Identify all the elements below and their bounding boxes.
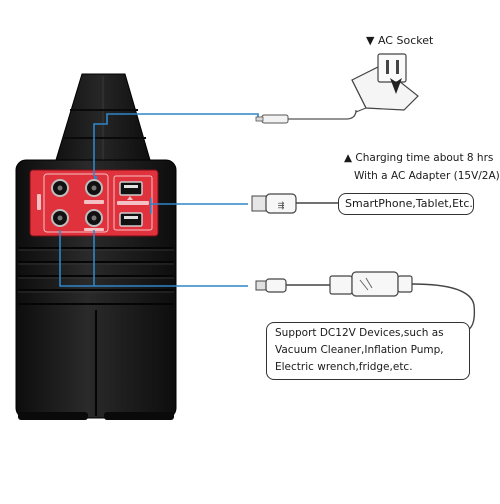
- ac-adapter-cable: [255, 53, 419, 124]
- dc-cable: [255, 271, 476, 331]
- usb-cable: ⇶: [251, 193, 340, 214]
- dc-connector-line: [59, 230, 248, 287]
- charging-adapter-text: With a AC Adapter (15V/2A): [354, 170, 500, 182]
- dc-ports: [37, 179, 104, 231]
- usb-devices-text: SmartPhone,Tablet,Etc.: [345, 197, 473, 210]
- charging-line-1: ▲ Charging time about 8 hrs: [344, 152, 493, 164]
- ac-socket-marker: ▼: [366, 34, 375, 47]
- dc-devices-line-1: Support DC12V Devices,such as: [275, 327, 444, 339]
- dc-devices-line-3: Electric wrench,fridge,etc.: [275, 361, 413, 373]
- dc-devices-line-2: Vacuum Cleaner,Inflation Pump,: [275, 344, 444, 356]
- usb-symbol-icon: ⇶: [278, 201, 285, 210]
- dc-devices-box: Support DC12V Devices,such as Vacuum Cle…: [266, 322, 470, 380]
- connector-lines: [59, 113, 259, 287]
- ac-socket-text: AC Socket: [377, 34, 434, 47]
- usb-plug-icon: [251, 195, 267, 212]
- ac-plug-icon: [351, 53, 419, 113]
- ac-socket-label: ▼ AC Socket: [366, 34, 433, 47]
- device-handle: [39, 73, 159, 173]
- dc-barrel-plug-icon: [261, 114, 289, 124]
- usb-ports: [117, 181, 149, 227]
- device-ribs: [18, 247, 174, 416]
- usb-devices-box: SmartPhone,Tablet,Etc.: [338, 193, 474, 215]
- ac-connector-line: [93, 113, 259, 176]
- cigarette-lighter-socket-icon: [329, 271, 413, 297]
- charging-marker: ▲: [344, 152, 353, 164]
- power-station: [15, 73, 177, 420]
- charging-time-text: Charging time about 8 hrs: [355, 152, 494, 164]
